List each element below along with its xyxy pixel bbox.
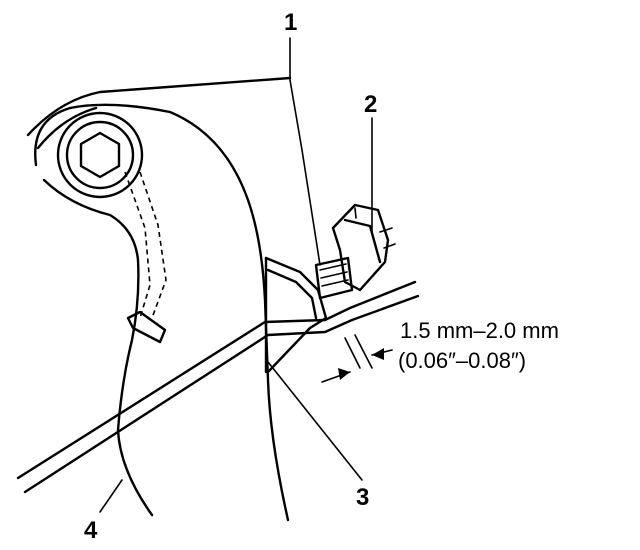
hidden-spring-line [124,171,167,319]
lock-nut [331,203,396,292]
rod [16,280,420,494]
dimension-metric: 1.5 mm–2.0 mm [400,318,559,343]
lever-tab [126,310,167,344]
lever-arm [34,103,290,522]
bracket [264,256,328,374]
pivot-bolt [56,111,144,199]
callout-4: 4 [84,517,98,544]
dimension-imperial: (0.06″–0.08″) [398,348,526,373]
callout-3: 3 [356,484,369,511]
housing-outline [26,76,292,150]
callout-1: 1 [284,9,297,36]
adjusting-nut [314,256,354,300]
callout-2: 2 [364,91,377,118]
gap-dimension [321,334,393,383]
leader-lines [99,37,373,513]
